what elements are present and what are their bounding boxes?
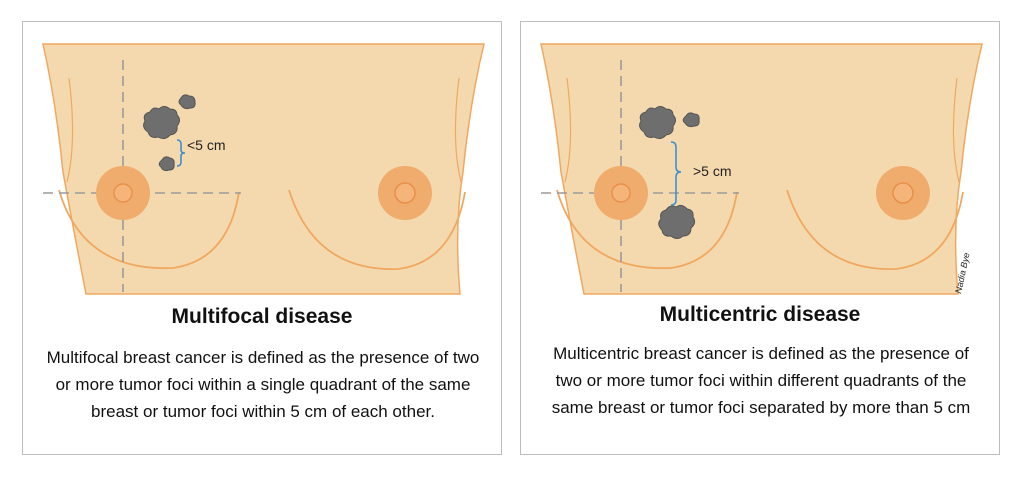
right-armpit-line bbox=[952, 77, 960, 183]
tumor-focus-small-bottom bbox=[158, 156, 175, 172]
tumor-focus-large bbox=[143, 106, 180, 140]
torso bbox=[540, 43, 983, 295]
right-nipple bbox=[892, 182, 914, 204]
tumor-focus-lower bbox=[658, 204, 696, 239]
panel-description: Multifocal breast cancer is defined as t… bbox=[46, 348, 480, 421]
left-armpit-line bbox=[564, 77, 572, 183]
multifocal-panel: <5 cm Multifocal disease Multifocal brea… bbox=[22, 21, 502, 455]
distance-bracket bbox=[670, 141, 682, 206]
multicentric-panel: >5 cm Nadia Bye Multicentric disease Mul… bbox=[520, 21, 1000, 455]
right-breast-contour bbox=[786, 189, 964, 270]
distance-label: <5 cm bbox=[187, 137, 226, 153]
left-nipple bbox=[113, 183, 133, 203]
distance-label: >5 cm bbox=[693, 163, 732, 179]
right-breast-contour bbox=[288, 189, 466, 270]
tumor-focus-small-top bbox=[178, 94, 196, 110]
left-breast-contour bbox=[58, 189, 240, 270]
right-armpit-line bbox=[454, 77, 462, 183]
panel-title: Multifocal disease bbox=[171, 305, 353, 328]
distance-bracket bbox=[176, 139, 186, 167]
tumor-focus-upper-small bbox=[682, 112, 700, 128]
panel-description: Multicentric breast cancer is defined as… bbox=[551, 344, 971, 417]
multicentric-illustration: >5 cm Nadia Bye bbox=[540, 43, 983, 295]
right-nipple bbox=[394, 182, 416, 204]
multifocal-illustration: <5 cm bbox=[42, 43, 485, 295]
panel-title: Multicentric disease bbox=[659, 303, 861, 326]
left-nipple bbox=[611, 183, 631, 203]
left-armpit-line bbox=[66, 77, 74, 183]
left-breast-contour bbox=[556, 189, 738, 270]
torso bbox=[42, 43, 485, 295]
tumor-focus-upper-large bbox=[639, 106, 676, 140]
